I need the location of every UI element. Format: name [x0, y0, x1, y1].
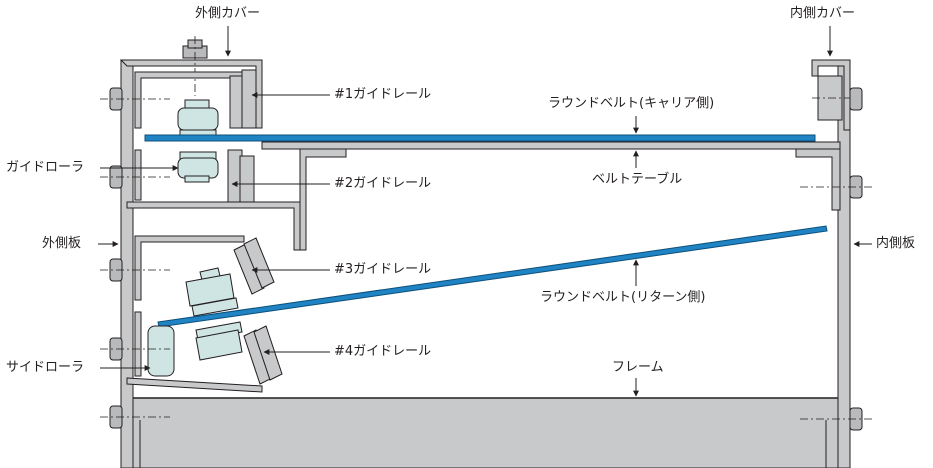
guide-rail-2 — [126, 149, 301, 251]
guide-rail-1 — [134, 69, 257, 129]
label-belt-table: ベルトテーブル — [592, 172, 683, 187]
label-inner-plate: 内側板 — [876, 236, 916, 251]
label-side-roller: サイドローラ — [6, 360, 85, 375]
label-frame: フレーム — [612, 360, 664, 375]
label-guide-rail-1: #1ガイドレール — [334, 87, 432, 102]
bolts-right — [800, 87, 872, 431]
return-guide-roller — [185, 267, 243, 361]
bolts-left — [100, 87, 170, 429]
inner-cover — [811, 59, 860, 131]
label-guide-rail-3: #3ガイドレール — [334, 262, 432, 277]
round-belt-return — [157, 225, 828, 328]
guide-rail-3 — [134, 235, 275, 301]
belt-table — [261, 141, 841, 251]
label-guide-roller: ガイドローラ — [6, 160, 85, 175]
frame — [126, 397, 840, 468]
leader-lines — [98, 26, 872, 397]
round-belt-carrier — [144, 134, 816, 142]
side-roller — [147, 325, 175, 377]
label-outer-cover: 外側カバー — [195, 6, 261, 21]
label-outer-plate: 外側板 — [42, 236, 82, 251]
label-round-belt-return: ラウンドベルト(リターン側) — [540, 290, 706, 305]
label-round-belt-carrier: ラウンドベルト(キャリア側) — [548, 96, 715, 111]
outer-side-plate — [120, 59, 134, 468]
label-inner-cover: 内側カバー — [790, 6, 856, 21]
label-guide-rail-4: #4ガイドレール — [334, 344, 432, 359]
label-guide-rail-2: #2ガイドレール — [334, 176, 432, 191]
guide-rail-4 — [126, 311, 283, 393]
